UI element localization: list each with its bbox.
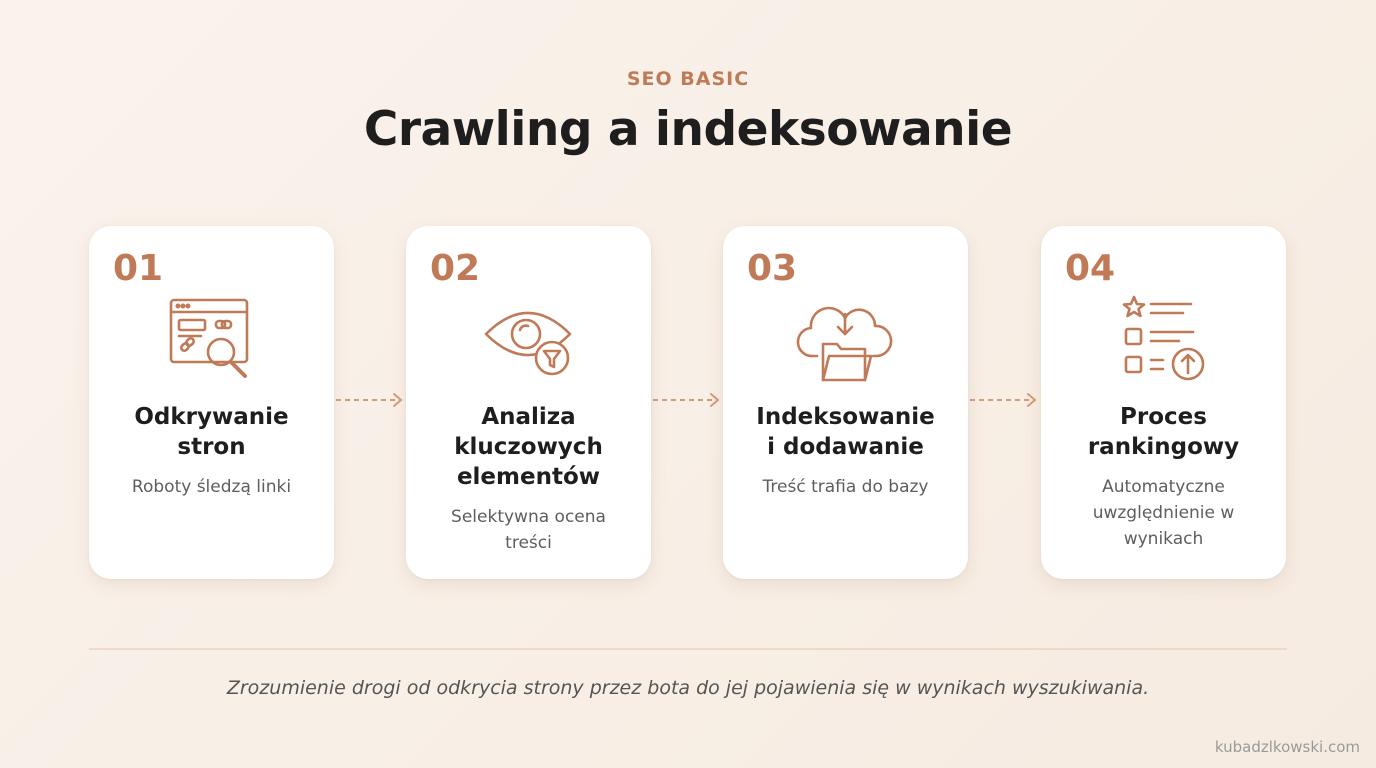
watermark: kubadzlkowski.com bbox=[1214, 738, 1360, 756]
eye-filter-icon bbox=[478, 294, 578, 390]
step-title: Indeksowanie i dodawanie bbox=[756, 404, 935, 460]
eyebrow-label: SEO BASIC bbox=[626, 68, 750, 90]
divider bbox=[89, 648, 1287, 650]
ranked-list-up-icon bbox=[1113, 294, 1213, 390]
step-title: Odkrywanie stron bbox=[134, 404, 289, 460]
step-description: Roboty śledzą linki bbox=[131, 477, 292, 497]
arrow-right-icon bbox=[336, 393, 403, 407]
arrow-right-icon bbox=[970, 393, 1037, 407]
footer-caption: Zrozumienie drogi od odkrycia strony prz… bbox=[226, 677, 1150, 699]
step-card-2: 02 Analiza kluczowych elementów Selektyw… bbox=[406, 226, 651, 579]
cloud-folder-download-icon bbox=[795, 294, 895, 390]
arrow-right-icon bbox=[653, 393, 720, 407]
step-card-1: 01 Odkrywanie stron Roboty śledzą linki bbox=[89, 226, 334, 579]
browser-link-search-icon bbox=[161, 294, 261, 390]
step-description: Selektywna ocena treści bbox=[451, 507, 606, 553]
step-title: Analiza kluczowych elementów bbox=[454, 404, 603, 490]
step-description: Treść trafia do bazy bbox=[762, 477, 929, 497]
step-number: 04 bbox=[1065, 248, 1116, 289]
step-number: 03 bbox=[747, 248, 798, 289]
step-card-3: 03 Indeksowanie i dodawanie Treść trafia… bbox=[723, 226, 968, 579]
step-number: 02 bbox=[430, 248, 481, 289]
step-card-4: 04 Proces rankingowy Automatyczne uwzglę… bbox=[1041, 226, 1286, 579]
step-title: Proces rankingowy bbox=[1087, 404, 1240, 460]
step-description: Automatyczne uwzględnienie w wynikach bbox=[1092, 477, 1235, 549]
page-title: Crawling a indeksowanie bbox=[363, 102, 1013, 157]
step-number: 01 bbox=[113, 248, 164, 289]
